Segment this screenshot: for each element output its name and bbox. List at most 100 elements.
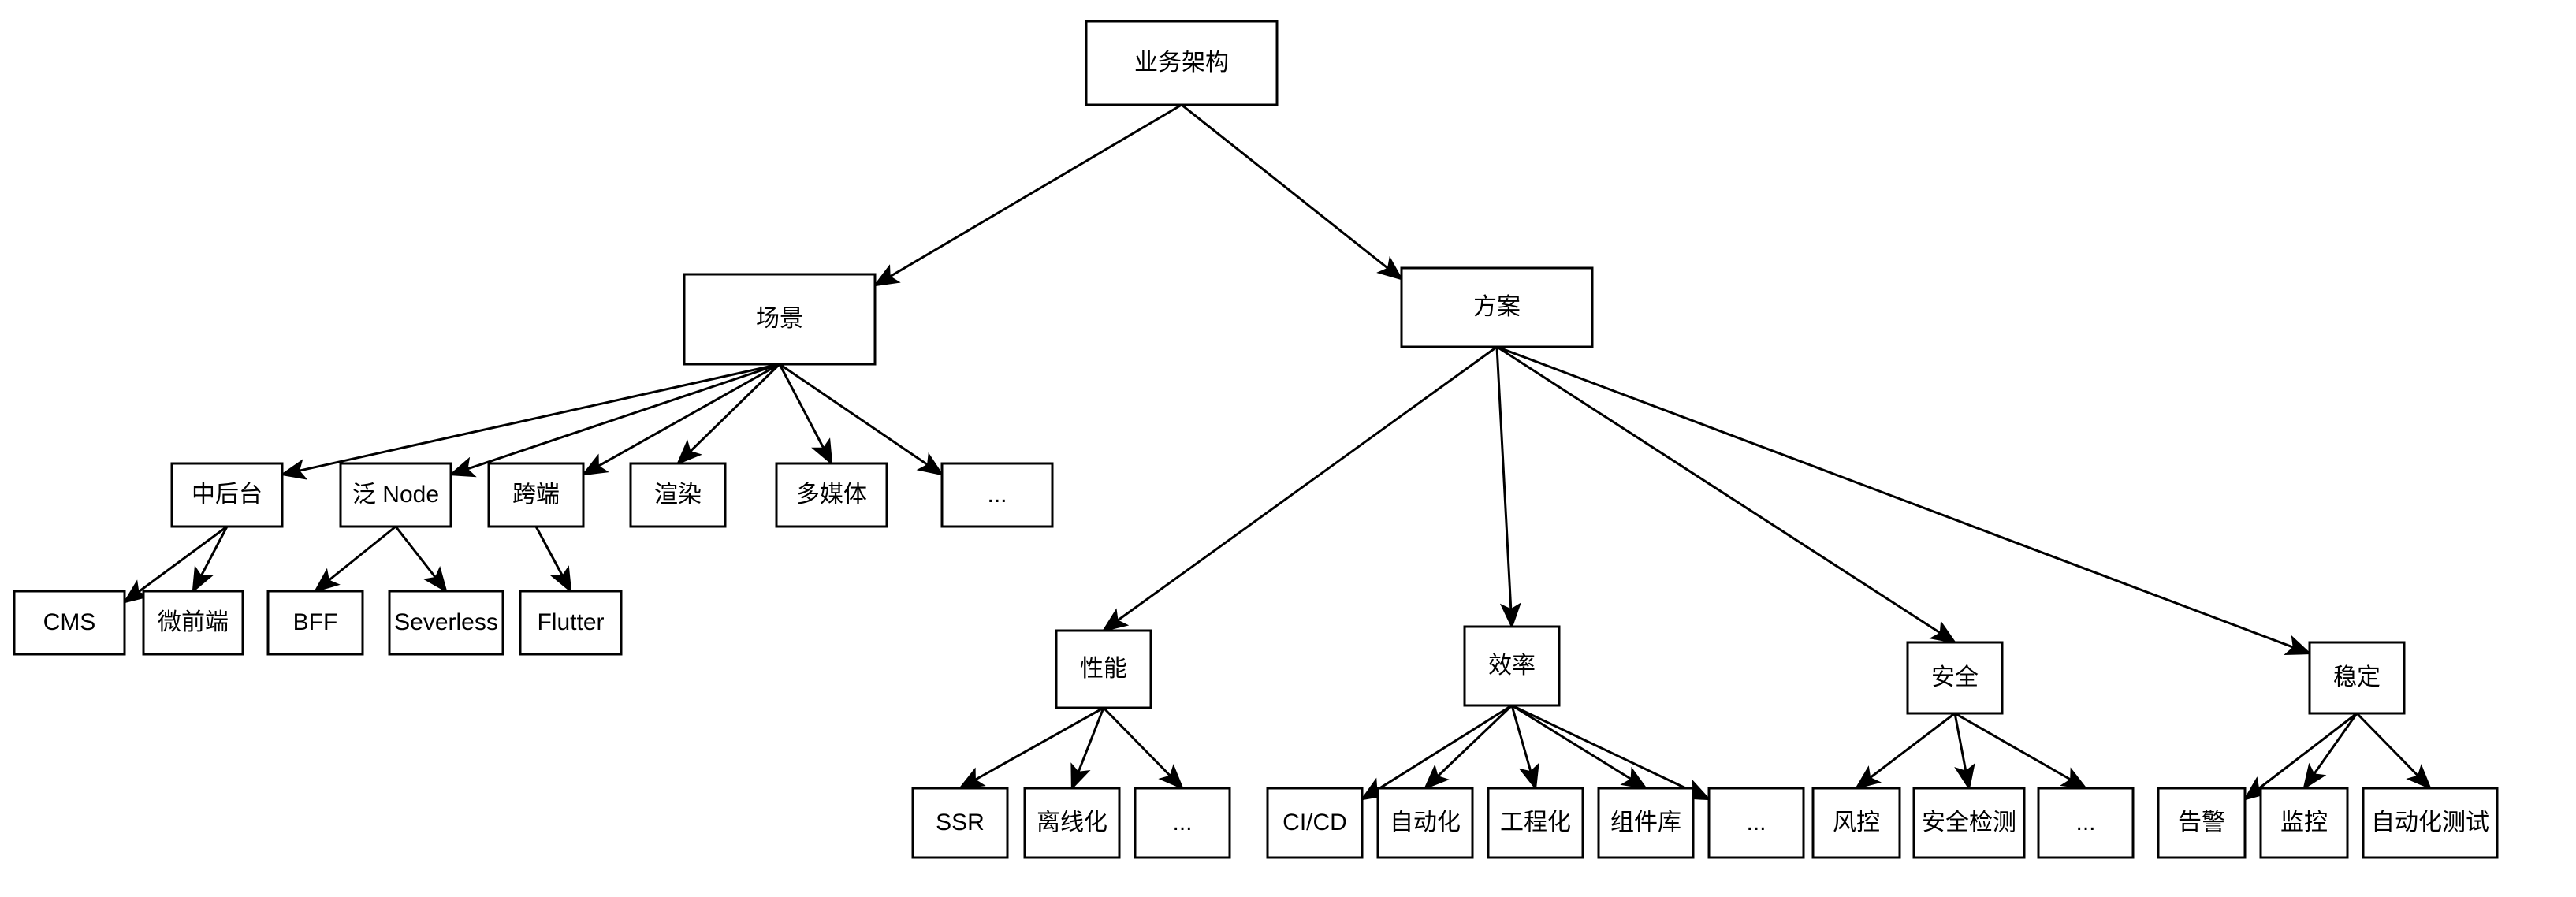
edge-scene-to-render [676,363,781,466]
node-ssr[interactable]: SSR [911,787,1009,859]
node-multimedia[interactable]: 多媒体 [775,462,888,528]
node-cicd[interactable]: CI/CD [1266,787,1364,859]
node-complib[interactable]: 组件库 [1597,787,1695,859]
node-security[interactable]: 安全 [1906,641,2004,715]
node-render[interactable]: 渲染 [629,462,727,528]
node-box-perf-more[interactable] [1134,787,1231,859]
node-label-performance: 性能 [1080,656,1127,682]
node-autotest[interactable]: 自动化测试 [2362,787,2499,859]
node-scene[interactable]: 场景 [683,273,877,366]
node-eff-more[interactable]: ... [1707,787,1805,859]
node-engineering[interactable]: 工程化 [1487,787,1584,859]
edge-scene-to-multimedia [778,363,833,466]
node-scene-more[interactable]: ... [940,462,1054,528]
edge-efficiency-to-engineering [1510,705,1539,791]
node-box-crossend[interactable] [487,462,585,528]
node-box-efficiency[interactable] [1463,625,1561,707]
node-box-ssr[interactable] [911,787,1009,859]
node-crossend[interactable]: 跨端 [487,462,585,528]
edge-performance-to-offline [1070,707,1105,791]
node-stability[interactable]: 稳定 [2308,641,2406,715]
node-cms[interactable]: CMS [13,590,126,656]
node-riskctrl[interactable]: 风控 [1811,787,1901,859]
node-label-sec-more: ... [2075,810,2095,836]
node-box-solution[interactable] [1400,266,1594,348]
edge-root-to-scene [873,103,1182,287]
node-box-eff-more[interactable] [1707,787,1805,859]
node-alert[interactable]: 告警 [2157,787,2247,859]
edge-security-to-secdetect [1953,713,1975,791]
node-bff[interactable]: BFF [266,590,364,656]
node-sec-more[interactable]: ... [2037,787,2135,859]
node-label-cms: CMS [43,609,96,635]
edge-solution-to-stability [1496,345,2312,656]
node-box-root[interactable] [1085,20,1279,106]
node-label-engineering: 工程化 [1500,810,1571,836]
edge-scene-to-node [449,363,780,478]
node-box-engineering[interactable] [1487,787,1584,859]
node-box-microfe[interactable] [142,590,244,656]
node-box-sec-more[interactable] [2037,787,2135,859]
node-label-automation: 自动化 [1390,810,1461,836]
node-automation[interactable]: 自动化 [1376,787,1474,859]
node-box-riskctrl[interactable] [1811,787,1901,859]
edge-layer [122,103,2433,801]
node-label-offline: 离线化 [1037,810,1107,836]
node-box-secdetect[interactable] [1912,787,2026,859]
node-box-alert[interactable] [2157,787,2247,859]
node-performance[interactable]: 性能 [1055,629,1152,709]
node-box-automation[interactable] [1376,787,1474,859]
edge-midend-to-cms [122,525,228,604]
node-efficiency[interactable]: 效率 [1463,625,1561,707]
node-root[interactable]: 业务架构 [1085,20,1279,106]
node-label-flutter: Flutter [537,609,604,635]
node-box-scene[interactable] [683,273,877,366]
edge-solution-to-security [1496,345,1957,644]
node-label-root: 业务架构 [1134,50,1229,76]
node-box-node[interactable] [339,462,452,528]
edge-root-to-solution [1181,103,1404,281]
node-perf-more[interactable]: ... [1134,787,1231,859]
edge-solution-to-efficiency [1495,346,1521,629]
node-box-complib[interactable] [1597,787,1695,859]
node-box-midend[interactable] [170,462,284,528]
node-box-severless[interactable] [388,590,504,656]
node-box-performance[interactable] [1055,629,1152,709]
node-microfe[interactable]: 微前端 [142,590,244,656]
edge-scene-to-crossend [581,363,780,476]
node-node[interactable]: 泛 Node [339,462,452,528]
node-box-security[interactable] [1906,641,2004,715]
node-severless[interactable]: Severless [388,590,504,656]
node-label-monitor: 监控 [2280,810,2328,836]
node-flutter[interactable]: Flutter [519,590,623,656]
node-box-offline[interactable] [1023,787,1121,859]
node-label-cicd: CI/CD [1282,810,1347,836]
node-monitor[interactable]: 监控 [2259,787,2349,859]
edge-performance-to-ssr [958,706,1104,790]
edge-efficiency-to-automation [1423,704,1513,791]
node-offline[interactable]: 离线化 [1023,787,1121,859]
node-box-cicd[interactable] [1266,787,1364,859]
node-midend[interactable]: 中后台 [170,462,284,528]
edge-stability-to-autotest [2355,712,2433,791]
edge-scene-to-scene-more [779,363,944,476]
node-label-node: 泛 Node [352,482,439,508]
node-box-stability[interactable] [2308,641,2406,715]
node-box-monitor[interactable] [2259,787,2349,859]
node-label-riskctrl: 风控 [1833,810,1880,836]
node-label-scene-more: ... [987,482,1007,508]
node-box-render[interactable] [629,462,727,528]
node-label-multimedia: 多媒体 [796,482,867,508]
node-box-cms[interactable] [13,590,126,656]
edge-efficiency-to-complib [1511,704,1648,790]
node-label-bff: BFF [293,609,338,635]
node-solution[interactable]: 方案 [1400,266,1594,348]
node-box-autotest[interactable] [2362,787,2499,859]
node-secdetect[interactable]: 安全检测 [1912,787,2026,859]
node-box-bff[interactable] [266,590,364,656]
node-box-multimedia[interactable] [775,462,888,528]
node-box-scene-more[interactable] [940,462,1054,528]
node-box-flutter[interactable] [519,590,623,656]
